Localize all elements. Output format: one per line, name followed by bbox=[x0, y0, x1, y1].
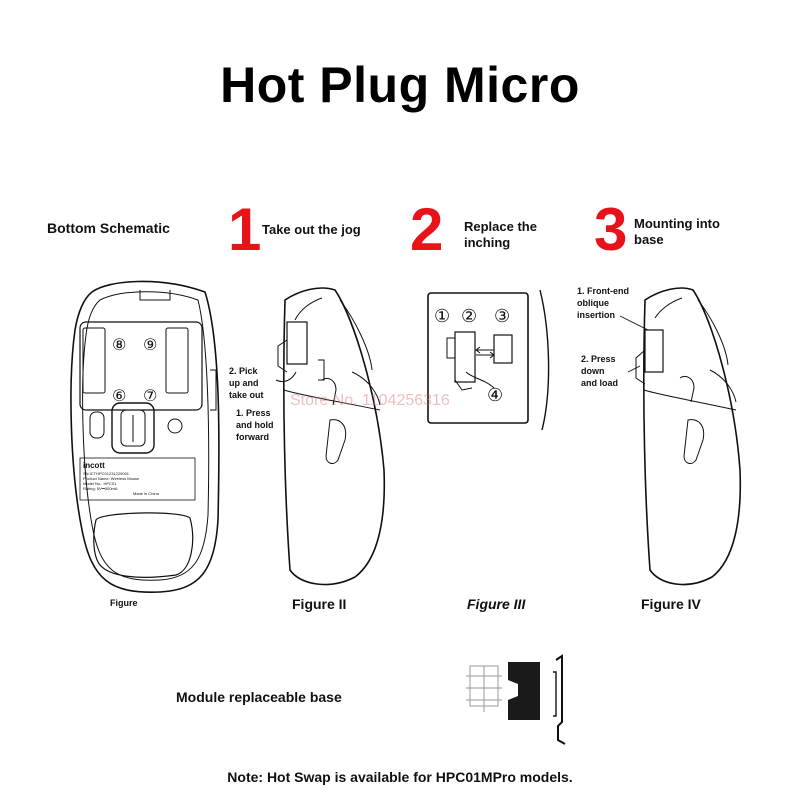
footer-note: Note: Hot Swap is available for HPC01MPr… bbox=[227, 769, 573, 785]
slot-number-6: ⑥ bbox=[112, 388, 127, 405]
switch-slot-right bbox=[165, 327, 189, 394]
store-watermark: Store No. 1104256316 bbox=[290, 392, 450, 409]
step-1-note-pick: 2. Pick up and take out bbox=[229, 366, 264, 400]
figure-3-caption: Figure III bbox=[467, 596, 526, 612]
brand-logo: incott bbox=[83, 461, 105, 470]
circle-number-2: ② bbox=[461, 306, 478, 326]
figure-1-caption: Figure bbox=[110, 598, 138, 608]
step-3-note-front: 1. Front-end oblique insertion bbox=[577, 286, 629, 320]
figure-2-caption: Figure II bbox=[292, 596, 347, 612]
switch-slot-left bbox=[82, 327, 106, 394]
mouse-side-outline-2 bbox=[643, 287, 742, 586]
figure-4-caption: Figure IV bbox=[641, 596, 701, 612]
side-button bbox=[325, 419, 347, 464]
bottom-skate bbox=[93, 512, 194, 578]
page-title: Hot Plug Micro bbox=[220, 57, 580, 113]
mouse-bottom-outline bbox=[70, 280, 220, 593]
step-3-number: 3 bbox=[594, 196, 628, 263]
slot-number-7: ⑦ bbox=[143, 388, 158, 405]
circle-number-4: ④ bbox=[487, 385, 504, 405]
made-in-label: Made in China bbox=[133, 491, 159, 496]
figure-3-frame bbox=[427, 292, 529, 424]
step-2-label: Replace the inching bbox=[464, 219, 537, 250]
side-button-2 bbox=[683, 419, 705, 464]
power-switch bbox=[167, 418, 183, 434]
step-3-note-press: 2. Press down and load bbox=[581, 354, 619, 388]
module-label: Module replaceable base bbox=[176, 689, 342, 705]
new-switch bbox=[493, 334, 513, 364]
step-3-label: Mounting into base bbox=[634, 216, 720, 247]
sensor-window bbox=[111, 402, 155, 454]
black-base-module bbox=[508, 662, 540, 720]
label-text: SN:ICTHPC01231229001 Product Name: Wirel… bbox=[83, 471, 140, 491]
bottom-schematic-label: Bottom Schematic bbox=[47, 220, 170, 236]
step-1-note-press: 1. Press and hold forward bbox=[236, 408, 274, 442]
step-1-number: 1 bbox=[228, 196, 262, 263]
label-plate bbox=[79, 457, 196, 501]
dpi-switch bbox=[89, 411, 105, 439]
circle-number-1: ① bbox=[434, 306, 451, 326]
step-2-number: 2 bbox=[410, 196, 444, 263]
mouse-side-outline bbox=[283, 287, 386, 586]
step-1-label: Take out the jog bbox=[262, 222, 361, 237]
mounting-bracket bbox=[555, 654, 566, 745]
circle-number-3: ③ bbox=[494, 306, 511, 326]
slot-number-9: ⑨ bbox=[143, 337, 158, 354]
switch-module-2 bbox=[644, 329, 664, 373]
slot-number-8: ⑧ bbox=[112, 337, 127, 354]
switch-module bbox=[286, 321, 308, 365]
